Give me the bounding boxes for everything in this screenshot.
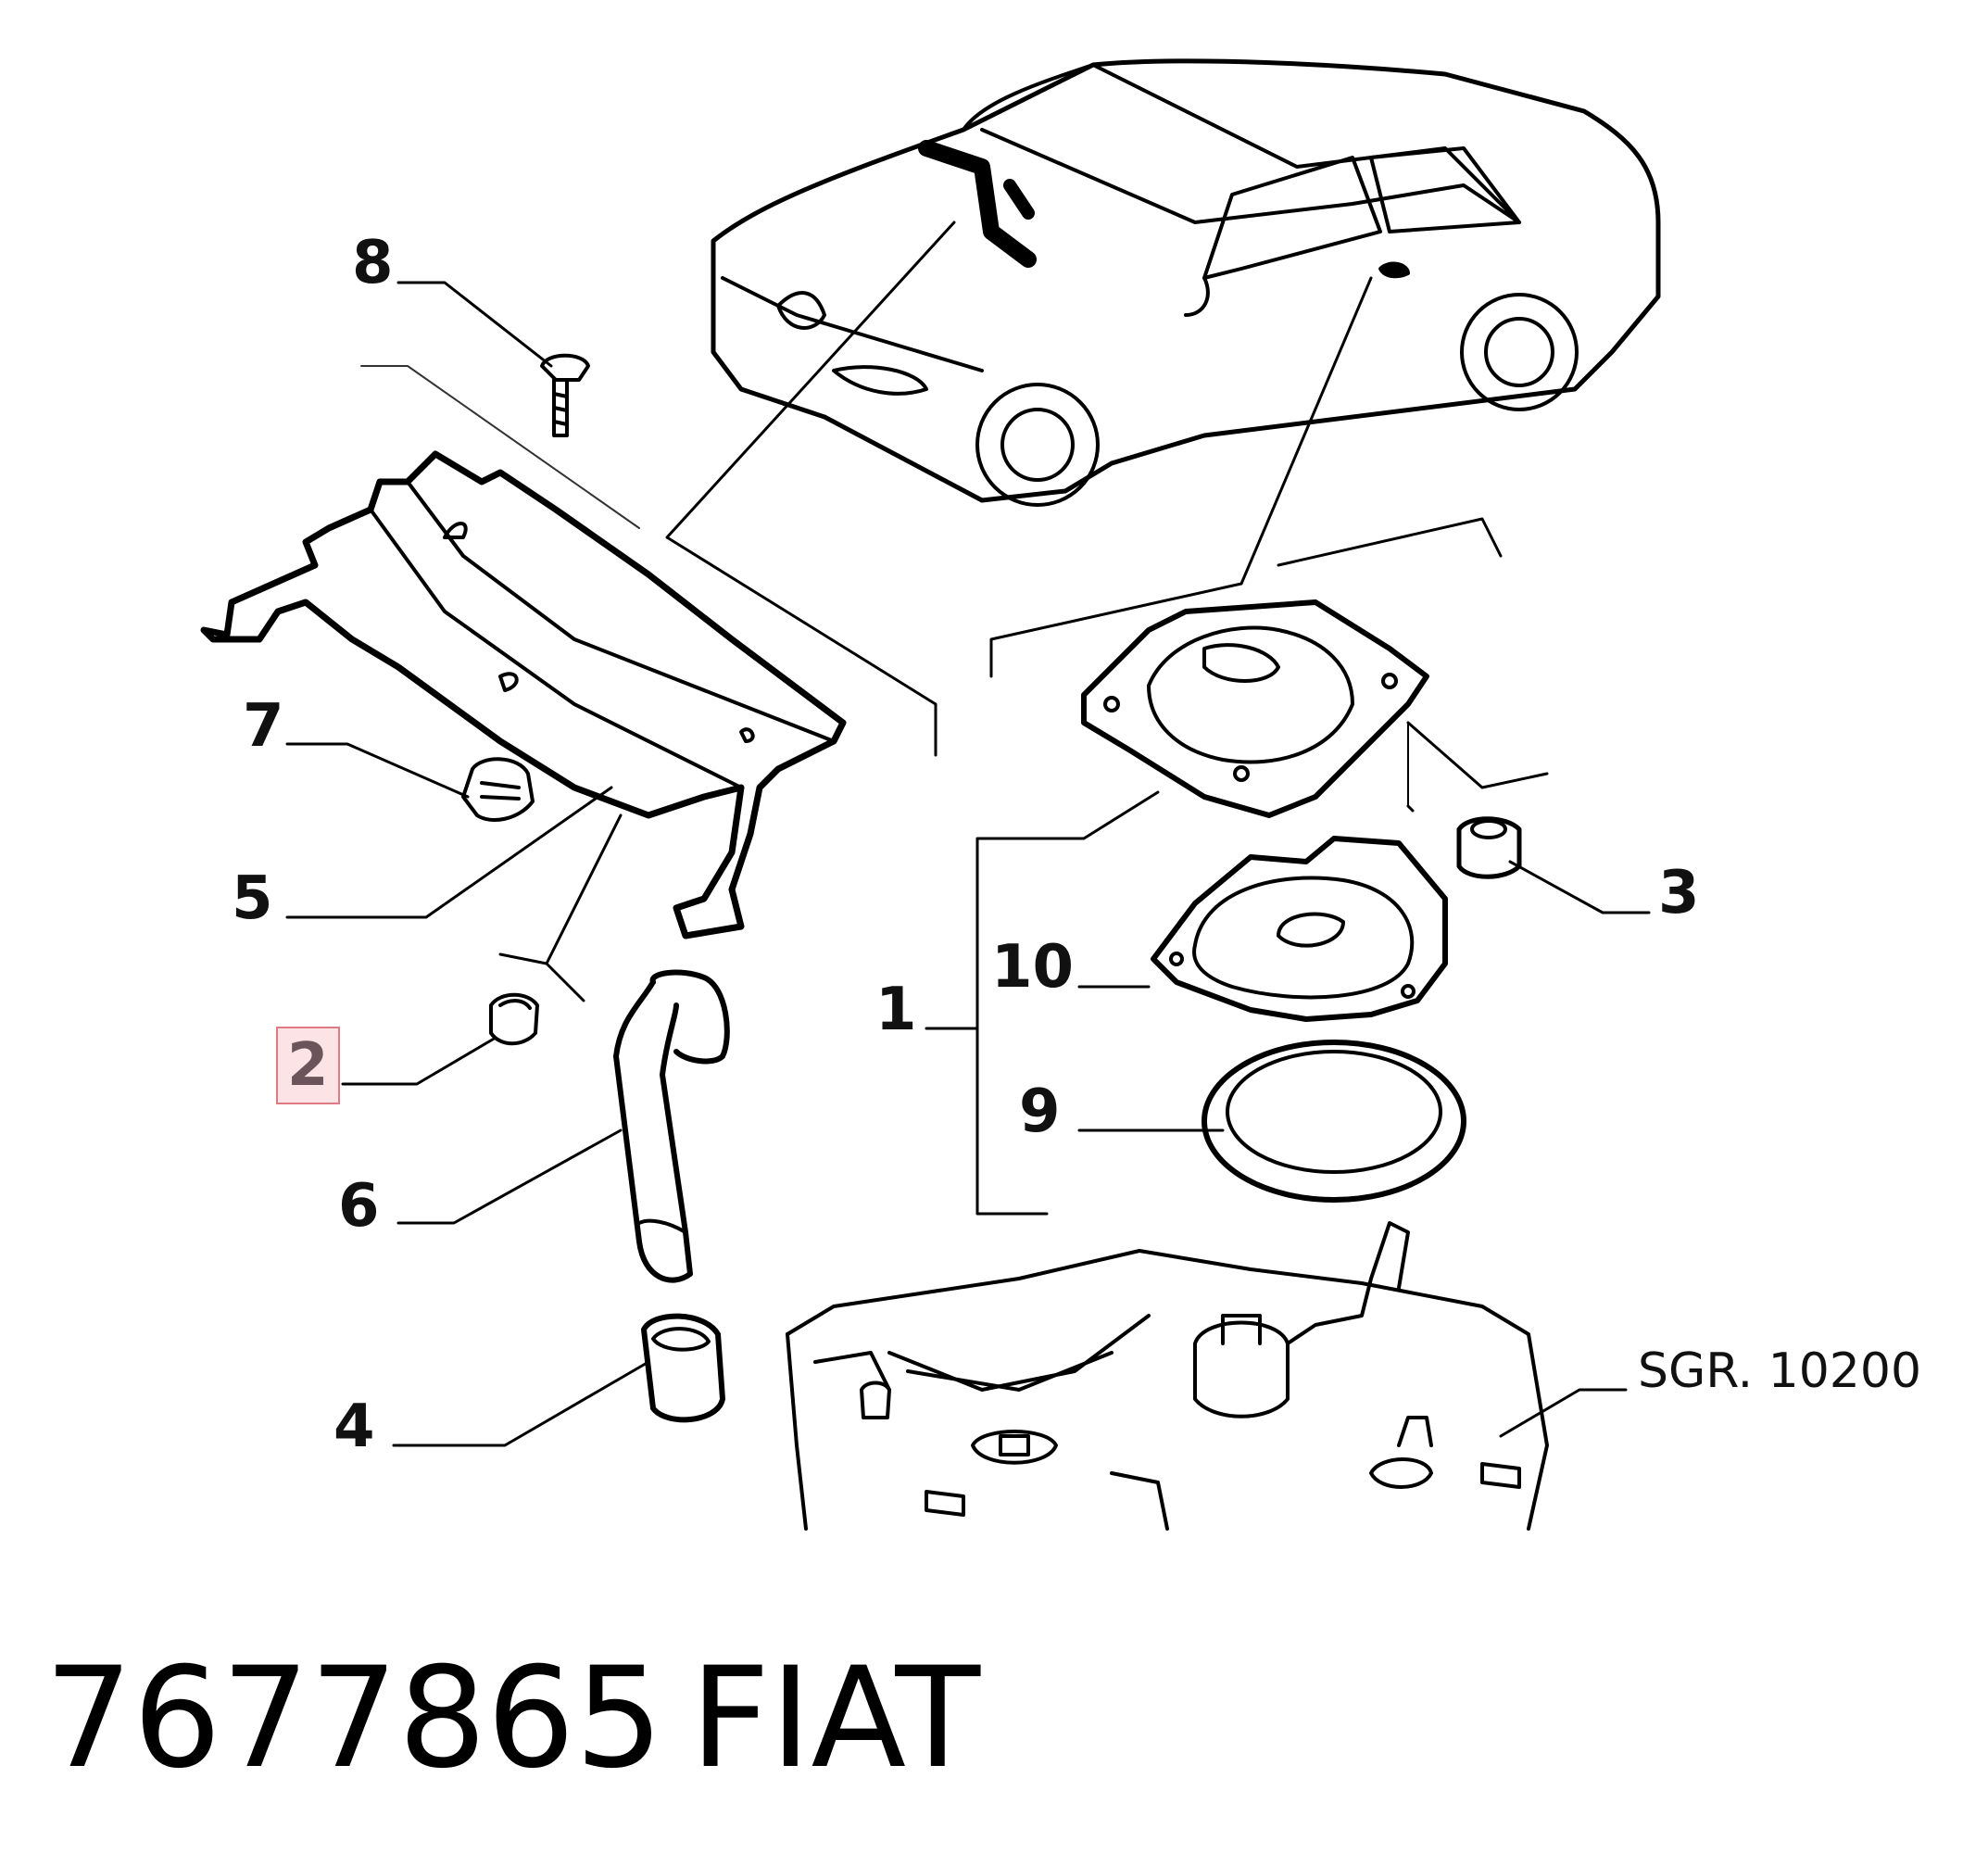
cowl-panel-part	[200, 450, 847, 939]
callout-3: 3	[1658, 859, 1700, 927]
callout-7: 7	[243, 692, 284, 761]
callout-9: 9	[1019, 1078, 1061, 1146]
part-number: 7677865	[44, 1638, 664, 1799]
callout-leaders	[285, 281, 1651, 1447]
screw-part	[540, 353, 590, 437]
nut-part	[1456, 816, 1522, 879]
grommet-part	[641, 1313, 725, 1423]
callout-4: 4	[333, 1393, 375, 1461]
callout-2-highlighted: 2	[276, 1027, 340, 1104]
callout-1: 1	[875, 976, 917, 1044]
clip-part	[461, 757, 535, 822]
callout-6: 6	[338, 1172, 380, 1241]
gasket-plate-part	[1151, 836, 1448, 1022]
callout-10: 10	[991, 933, 1075, 1002]
car-illustration	[711, 58, 1661, 507]
callout-8: 8	[352, 229, 394, 297]
drain-hose-part	[613, 969, 730, 1283]
callout-5: 5	[232, 864, 273, 933]
fuel-tank-illustration	[786, 1221, 1549, 1531]
reference-label: SGR. 10200	[1638, 1343, 1922, 1399]
access-cover-part	[1081, 599, 1429, 818]
seal-ring-part	[1202, 1040, 1466, 1203]
brand-name: FIAT	[690, 1638, 981, 1799]
plug-part	[489, 992, 539, 1046]
